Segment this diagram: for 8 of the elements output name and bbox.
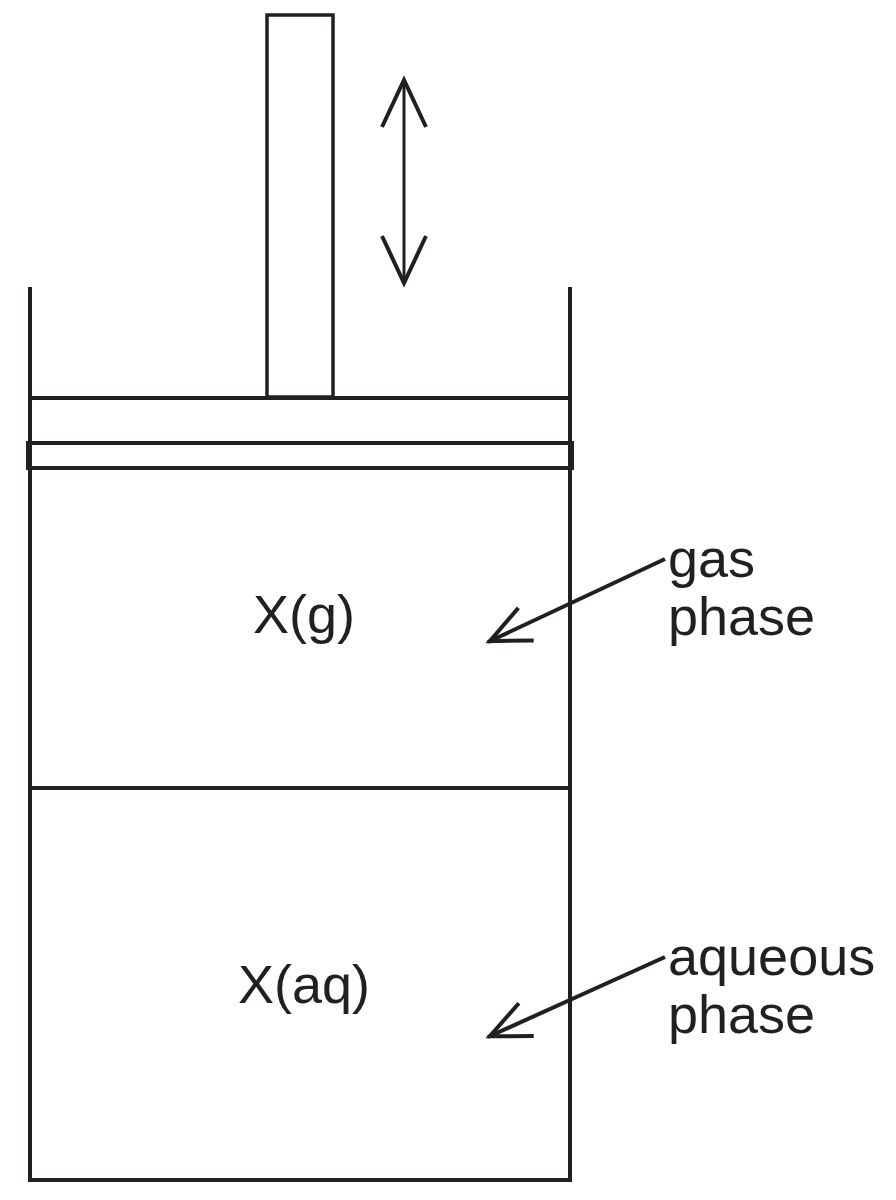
liquid-region bbox=[28, 790, 572, 1182]
formula-label: X(aq) bbox=[238, 955, 370, 1015]
callout-text: aqueous phase bbox=[668, 927, 876, 1043]
leader-arrow bbox=[487, 955, 666, 1039]
gas-region bbox=[28, 468, 572, 790]
callout-text: gas phase bbox=[668, 529, 816, 645]
formula-label: X(g) bbox=[253, 585, 355, 645]
leader-arrow bbox=[487, 557, 666, 644]
